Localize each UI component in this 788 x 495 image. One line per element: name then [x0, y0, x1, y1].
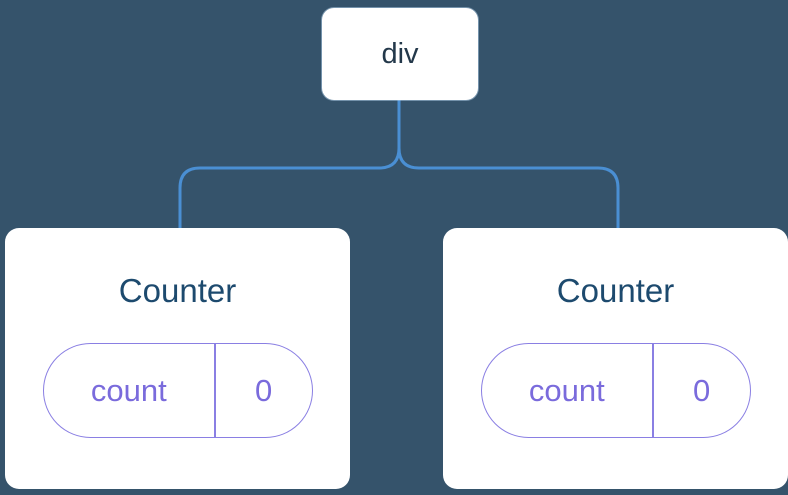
state-pill-divider [214, 344, 216, 437]
counter-card-right: Counter count 0 [443, 228, 788, 489]
connector-right-branch [397, 98, 620, 230]
state-pill: count 0 [480, 343, 751, 438]
component-title: Counter [556, 272, 675, 309]
root-node-div: div [322, 8, 478, 100]
root-node-label: div [381, 37, 419, 70]
state-pill: count 0 [42, 343, 313, 438]
connector-left-branch [178, 98, 401, 230]
component-title: Counter [118, 272, 237, 309]
state-value: 0 [692, 372, 711, 408]
state-key-label: count [528, 372, 605, 408]
state-value: 0 [254, 372, 273, 408]
state-key-label: count [90, 372, 167, 408]
state-pill-divider [652, 344, 654, 437]
counter-card-left: Counter count 0 [5, 228, 350, 489]
